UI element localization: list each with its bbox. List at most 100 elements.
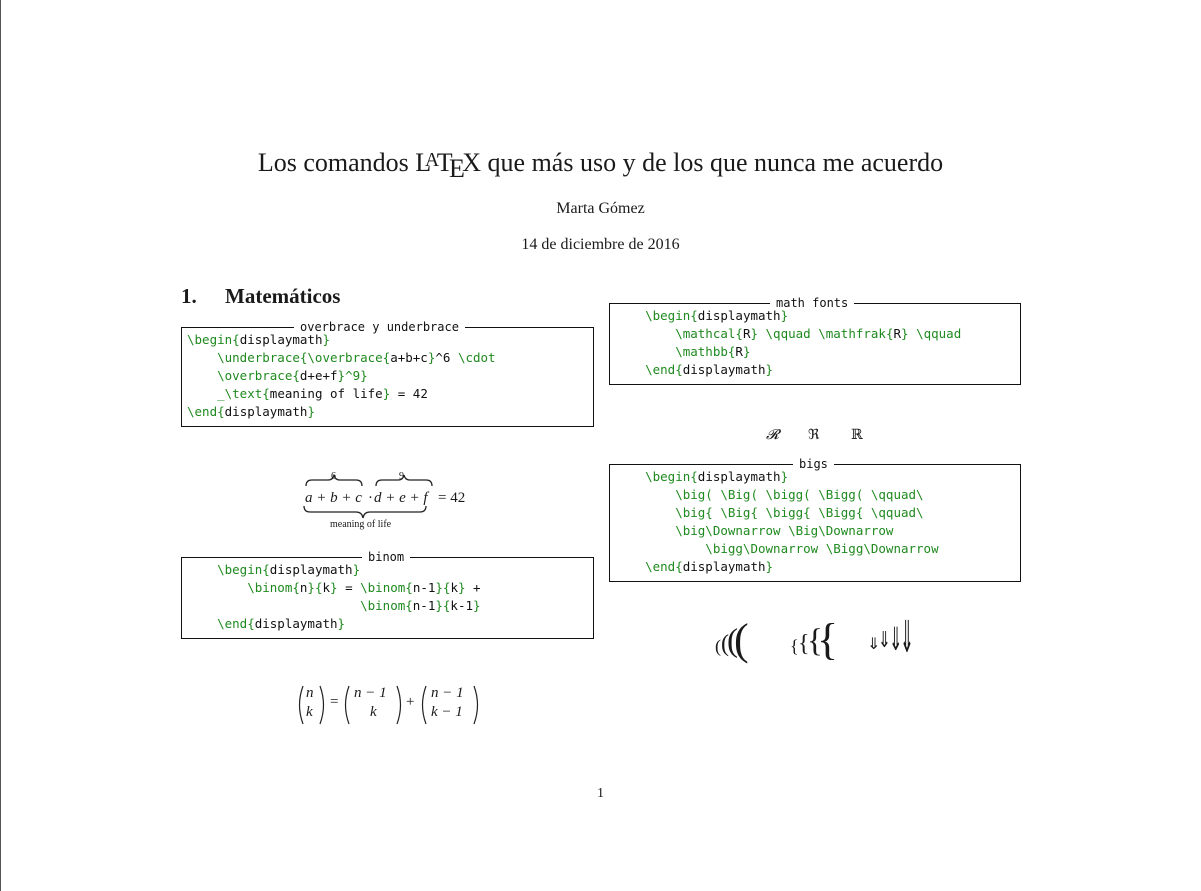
code-command: \end{ [615,362,683,377]
code-line: \big\Downarrow \Big\Downarrow [615,523,893,538]
big-brace: { [790,636,799,656]
code-box-binom: binom \begin{displaymath} \binom{n}{k} =… [181,549,594,639]
code-command: \end{ [187,404,225,419]
code-text: displaymath [224,404,308,419]
code-line: \end{displaymath} [615,362,773,377]
code-command: } [765,559,774,574]
code-line: \mathbb{R} [615,344,750,359]
code-command: } [330,580,338,595]
code-command: } [901,326,909,341]
brace-cdot: · [368,490,373,506]
code-command: } [322,332,331,347]
code-command: \begin{ [615,308,698,323]
Big-brace: { [798,631,810,657]
code-box-overbrace: overbrace y underbrace \begin{displaymat… [181,319,594,427]
code-command: }{ [435,580,451,595]
code-command: }{ [435,598,451,613]
code-command: } [742,344,751,359]
code-command: } [337,616,346,631]
code-block: \begin{displaymath} \binom{n}{k} = \bino… [187,561,481,633]
author: Marta Gómez [556,200,645,217]
formula-braces: 6 9 a + b + c · d + e + f = 42 meaning o… [300,470,480,534]
Big-downarrow: ⇓ [878,628,891,653]
code-command: \binom{ [187,580,300,595]
code-command: \binom{ [360,580,413,595]
binom-n-minus-1-third: n − 1 [431,685,464,701]
code-line: \underbrace{\overbrace{a+b+c}^6 \cdot [187,350,496,365]
code-line: \binom{n}{k} = \binom{n-1}{k} + [187,580,480,595]
code-line: \mathcal{R} \qquad \mathfrak{R} \qquad [615,326,961,341]
code-text: a+b+c [390,350,428,365]
code-text: R [735,344,743,359]
code-block: \begin{displaymath} \mathcal{R} \qquad \… [615,307,961,379]
code-box-caption: overbrace y underbrace [294,319,465,335]
code-command: \cdot [457,350,496,365]
code-text: k [450,580,458,595]
code-text [909,326,917,341]
latex-t: T [436,148,453,177]
code-line: \begin{displaymath} [615,308,788,323]
latex-a: A [424,150,440,172]
code-text: displaymath [697,469,781,484]
code-command: \end{ [187,616,255,631]
overbrace-right [375,474,433,487]
code-text: n-1 [412,598,436,613]
code-command: \begin{ [187,562,270,577]
big-downarrow: ⇓ [867,634,881,653]
code-command: } [765,362,774,377]
binom-plus: + [406,694,415,710]
code-command: \qquad \mathfrak{ [765,326,894,341]
code-text: displaymath [682,559,766,574]
code-command: } [780,308,789,323]
code-text [758,326,766,341]
code-box-bigs: bigs \begin{displaymath} \big( \Big( \bi… [609,456,1021,582]
binom-k: k [306,704,313,720]
code-text: R [893,326,901,341]
code-text: displaymath [269,562,353,577]
code-command: } [427,350,436,365]
formula-bigs: ( ( ( ( { { { { ⇓ ⇓ ⇓ ⇓ [712,616,922,672]
code-line: \big( \Big( \bigg( \Bigg( \qquad\ [615,487,924,502]
code-command: } [307,404,315,419]
code-line: \big{ \Big{ \bigg{ \Bigg{ \qquad\ [615,505,923,520]
code-command: } [780,469,789,484]
code-line: \begin{displaymath} [615,469,788,484]
code-text: displaymath [697,308,781,323]
mathfrak-r: ℜ [808,427,820,443]
code-command: \underbrace{\overbrace{ [187,350,391,365]
code-line: \end{displaymath} [187,404,315,419]
underbrace [303,505,427,519]
overbrace-label-left: 6 [331,471,336,482]
code-text: k [322,580,331,595]
code-command: } [473,598,481,613]
code-command: \end{ [615,559,683,574]
bigg-brace: { [807,623,823,659]
code-box-math-fonts: math fonts \begin{displaymath} \mathcal{… [609,295,1021,385]
code-command: \big( \Big( \bigg( \Bigg( \qquad\ [615,487,924,502]
binom-equals: = [330,694,339,710]
overbrace-label-right: 9 [399,471,404,482]
code-box-caption: bigs [793,456,834,472]
code-line: \end{displaymath} [615,559,773,574]
code-text: displaymath [254,616,338,631]
code-command: } [337,368,346,383]
code-line: \overbrace{d+e+f}^9} [187,368,368,383]
code-command: \mathbb{ [615,344,736,359]
code-command: \binom{ [187,598,413,613]
code-command: \bigg\Downarrow \Bigg\Downarrow [615,541,939,556]
date: 14 de diciembre de 2016 [521,236,680,253]
title-before: Los comandos [257,148,416,177]
binom-n-minus-1: n − 1 [354,685,387,701]
code-line: \binom{n-1}{k-1} [187,598,481,613]
formula-math-fonts: 𝓡 ℜ ℝ [762,427,872,449]
code-line: \end{displaymath} [187,616,345,631]
code-box-caption: binom [362,549,411,565]
page-edge [0,0,1,891]
latex-logo: LATEX [415,148,481,183]
binom-parens [298,685,479,725]
brace-equals: = 42 [438,490,466,506]
code-command: } [352,562,361,577]
code-text: k-1 [450,598,473,613]
mathbb-r: ℝ [851,427,863,443]
section-heading: 1.Matemáticos [181,284,340,309]
